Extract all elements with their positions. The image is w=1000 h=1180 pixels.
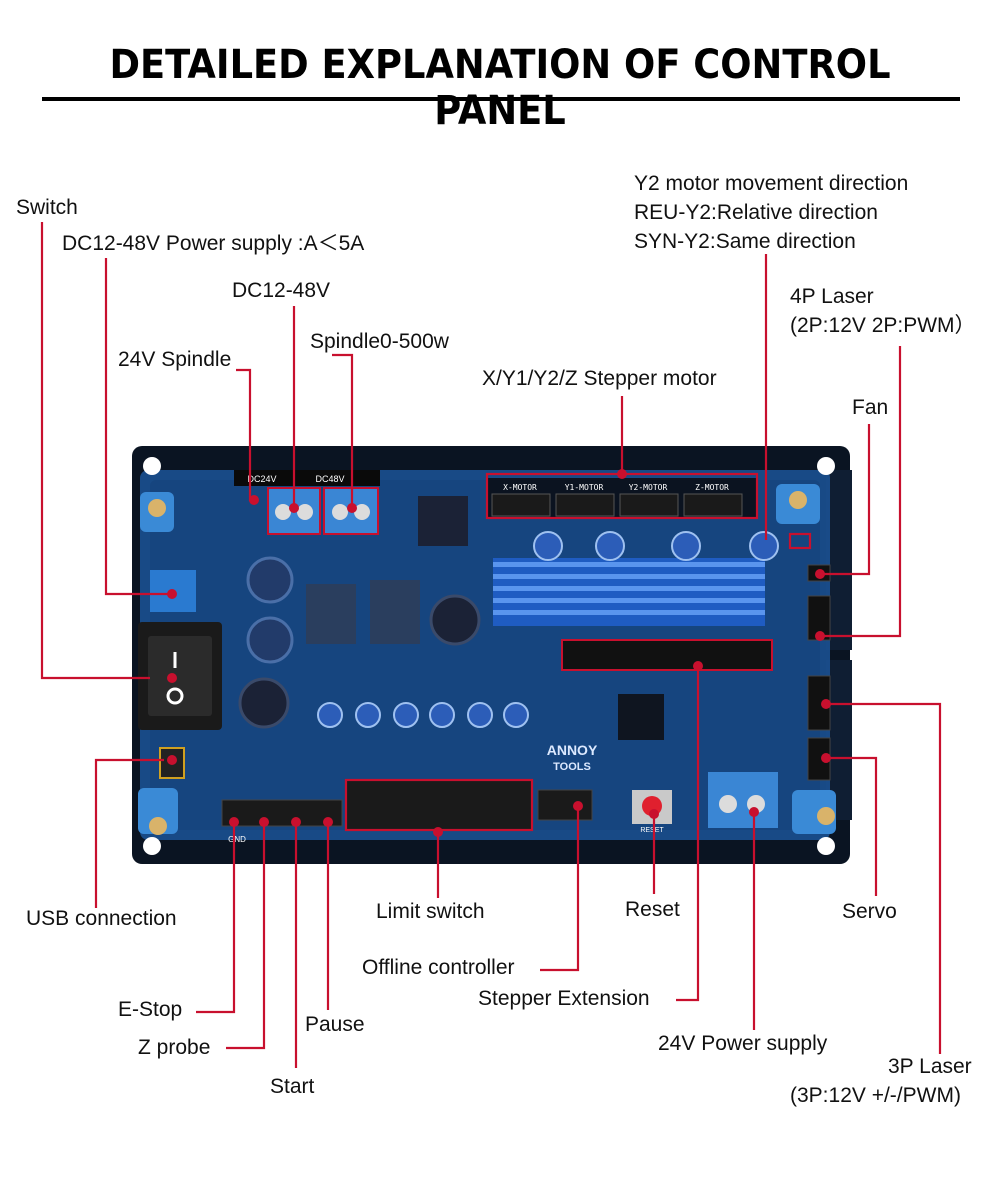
dc24v-pcb-label: DC24V bbox=[247, 474, 276, 484]
stepper-extension-header bbox=[561, 639, 773, 671]
label-switch: Switch bbox=[16, 196, 78, 219]
label-pause: Pause bbox=[305, 1013, 365, 1036]
brand-logo: ANNOY TOOLS bbox=[547, 742, 598, 773]
gnd-pcb-label: GND bbox=[228, 835, 246, 844]
y2-motor-pcb-label: Y2-MOTOR bbox=[629, 483, 668, 492]
label-estop: E-Stop bbox=[118, 998, 183, 1021]
label-spindle-24v: 24V Spindle bbox=[118, 348, 232, 371]
label-reset: Reset bbox=[625, 898, 680, 921]
label-spindle-500w: Spindle0-500w bbox=[310, 330, 449, 353]
power-components bbox=[238, 496, 664, 740]
label-y2-direction-1: Y2 motor movement direction bbox=[634, 172, 909, 195]
brand-text-1: ANNOY bbox=[547, 742, 598, 758]
label-z-probe: Z probe bbox=[138, 1036, 211, 1059]
label-laser-4p-1: 4P Laser bbox=[790, 285, 874, 308]
power-switch-icon bbox=[138, 622, 222, 730]
power-terminal-blocks: DC24V DC48V bbox=[234, 470, 380, 535]
label-y2-direction-3: SYN-Y2:Same direction bbox=[634, 230, 856, 253]
x-motor-pcb-label: X-MOTOR bbox=[503, 483, 537, 492]
mount-hole-icon bbox=[143, 457, 161, 475]
power-24v-terminal bbox=[708, 772, 778, 828]
leader-dots bbox=[167, 469, 831, 837]
label-y2-direction-2: REU-Y2:Relative direction bbox=[634, 201, 878, 224]
brand-text-2: TOOLS bbox=[553, 761, 591, 773]
label-stepper-extension: Stepper Extension bbox=[478, 987, 650, 1010]
label-limit-switch: Limit switch bbox=[376, 900, 485, 923]
z-motor-pcb-label: Z-MOTOR bbox=[695, 483, 729, 492]
mount-hole-icon bbox=[817, 457, 835, 475]
standoff-icon bbox=[138, 484, 836, 835]
label-servo: Servo bbox=[842, 900, 897, 923]
title-underline bbox=[42, 97, 960, 101]
label-usb: USB connection bbox=[26, 907, 177, 930]
heatsink bbox=[493, 558, 765, 626]
label-laser-4p-2: (2P:12V 2P:PWM） bbox=[790, 314, 976, 337]
bottom-pin-headers: GND bbox=[221, 779, 593, 844]
control-board: X-MOTOR Y1-MOTOR Y2-MOTOR Z-MOTOR bbox=[132, 446, 852, 864]
mount-hole-icon bbox=[143, 837, 161, 855]
label-power-24v: 24V Power supply bbox=[658, 1032, 828, 1055]
reset-pcb-label: RESET bbox=[640, 827, 664, 834]
label-laser-3p-1: 3P Laser bbox=[888, 1055, 972, 1078]
label-start: Start bbox=[270, 1075, 315, 1098]
label-fan: Fan bbox=[852, 396, 889, 419]
capacitors bbox=[317, 531, 779, 728]
label-stepper-motor: X/Y1/Y2/Z Stepper motor bbox=[482, 367, 717, 390]
mount-hole-icon bbox=[817, 837, 835, 855]
stepper-motor-connectors: X-MOTOR Y1-MOTOR Y2-MOTOR Z-MOTOR bbox=[487, 478, 757, 518]
label-dc12-48v: DC12-48V bbox=[232, 279, 331, 302]
page-title: DETAILED EXPLANATION OF CONTROL PANEL bbox=[109, 42, 891, 134]
label-laser-3p-2: (3P:12V +/-/PWM) bbox=[790, 1084, 961, 1107]
dc48v-pcb-label: DC48V bbox=[315, 474, 344, 484]
label-offline-controller: Offline controller bbox=[362, 956, 515, 979]
label-power-supply: DC12-48V Power supply :A＜5A bbox=[62, 232, 365, 255]
y1-motor-pcb-label: Y1-MOTOR bbox=[565, 483, 604, 492]
